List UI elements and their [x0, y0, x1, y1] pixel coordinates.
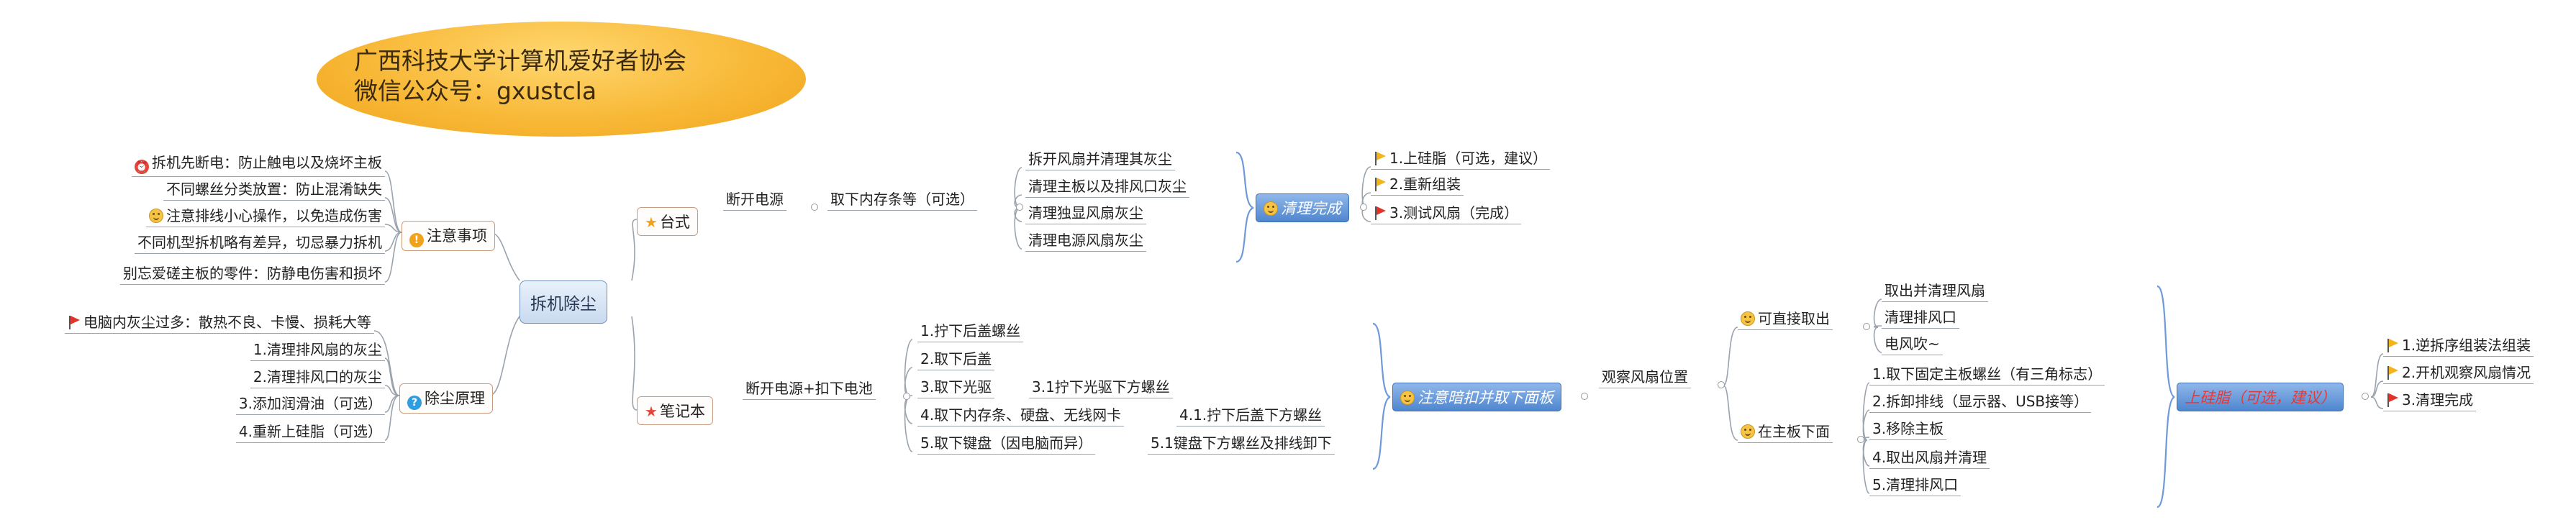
topic-principle-label: 除尘原理 [425, 390, 485, 407]
banner-ellipse: 广西科技大学计算机爱好者协会 微信公众号：gxustcla [317, 22, 806, 137]
laptop-final[interactable]: 2.开机观察风扇情况 [2383, 364, 2534, 384]
alarm-icon: ⏰ [135, 160, 149, 174]
warning-icon: ! [409, 233, 424, 247]
observe-fan[interactable]: 观察风扇位置 [1599, 368, 1691, 388]
list-item[interactable]: 4.重新上硅脂（可选） [235, 423, 385, 443]
laptop-step[interactable]: 4.取下内存条、硬盘、无线网卡 [917, 406, 1125, 427]
topic-notes[interactable]: !注意事项 [402, 221, 495, 251]
star-icon: ★ [645, 403, 658, 420]
collapse-dot[interactable] [811, 204, 818, 211]
topic-desktop[interactable]: ★台式 [637, 207, 698, 236]
collapse-dot[interactable] [1360, 204, 1367, 211]
laptop-final[interactable]: 3.清理完成 [2383, 391, 2477, 411]
collapse-dot[interactable] [1863, 323, 1870, 330]
collapse-dot[interactable] [903, 393, 910, 400]
smile-icon [149, 209, 163, 223]
banner-line-1: 广西科技大学计算机爱好者协会 [354, 47, 686, 75]
question-icon: ? [407, 396, 422, 410]
collapse-dot[interactable] [1857, 436, 1864, 443]
desktop-task[interactable]: 清理主板以及排风口灰尘 [1025, 178, 1189, 198]
direct-item[interactable]: 清理排风口 [1882, 309, 1959, 329]
topic-laptop[interactable]: ★笔记本 [637, 396, 713, 425]
collapse-dot[interactable] [1016, 204, 1023, 211]
under-item[interactable]: 3.移除主板 [1869, 420, 1947, 440]
red-flag-icon [1374, 206, 1387, 220]
under-item[interactable]: 4.取出风扇并清理 [1869, 449, 1990, 469]
topic-notes-label: 注意事项 [427, 227, 487, 245]
desktop-done-summary[interactable]: 清理完成 [1256, 193, 1349, 222]
red-flag-icon [2386, 393, 2399, 407]
collapse-dot[interactable] [2362, 393, 2369, 400]
smile-icon [1264, 201, 1278, 216]
smile-icon [1400, 391, 1415, 405]
list-item[interactable]: 3.添加润滑油（可选） [235, 395, 385, 415]
collapse-dot[interactable] [1581, 393, 1588, 400]
topic-desktop-label: 台式 [659, 214, 690, 231]
laptop-caution-summary[interactable]: 注意暗扣并取下面板 [1392, 383, 1561, 411]
desktop-final[interactable]: 2.重新组装 [1371, 175, 1464, 196]
yellow-flag-icon [1374, 151, 1387, 165]
desktop-step-2[interactable]: 取下内存条等（可选） [827, 191, 977, 211]
laptop-step-1[interactable]: 断开电源+扣下电池 [743, 380, 876, 400]
laptop-step[interactable]: 5.取下键盘（因电脑而异） [917, 434, 1096, 455]
laptop-step[interactable]: 1.拧下后盖螺丝 [917, 322, 1024, 342]
topic-laptop-label: 笔记本 [659, 403, 705, 420]
direct-item[interactable]: 电风吹~ [1882, 335, 1943, 355]
root-topic[interactable]: 拆机除尘 [520, 280, 607, 324]
collapse-dot[interactable] [1718, 381, 1725, 388]
direct-item[interactable]: 取出并清理风扇 [1882, 282, 1988, 302]
laptop-step[interactable]: 3.取下光驱 [917, 378, 995, 398]
list-item[interactable]: 别忘爱磋主板的零件：防静电伤害和损坏 [120, 265, 385, 285]
under-item[interactable]: 5.清理排风口 [1869, 476, 1962, 496]
desktop-task[interactable]: 清理独显风扇灰尘 [1025, 204, 1146, 224]
list-item[interactable]: 不同机型拆机略有差异，切忌暴力拆机 [135, 234, 385, 254]
banner-line-2: 微信公众号：gxustcla [354, 77, 597, 105]
laptop-substep[interactable]: 3.1拧下光驱下方螺丝 [1029, 378, 1173, 398]
smile-icon [1741, 424, 1755, 439]
list-item[interactable]: 1.清理排风扇的灰尘 [250, 341, 385, 361]
laptop-final[interactable]: 1.逆拆序组装法组装 [2383, 337, 2534, 357]
under-item[interactable]: 2.拆卸排线（显示器、USB接等） [1869, 393, 2092, 413]
yellow-flag-icon [2386, 365, 2399, 380]
laptop-step[interactable]: 2.取下后盖 [917, 350, 995, 370]
red-flag-icon [68, 315, 81, 329]
under-item[interactable]: 1.取下固定主板螺丝（有三角标志） [1869, 365, 2105, 386]
yellow-flag-icon [2386, 338, 2399, 352]
under-branch[interactable]: 在主板下面 [1738, 423, 1833, 443]
desktop-step-1[interactable]: 断开电源 [723, 191, 786, 211]
desktop-final[interactable]: 3.测试风扇（完成） [1371, 204, 1522, 224]
desktop-task[interactable]: 拆开风扇并清理其灰尘 [1025, 150, 1175, 170]
desktop-final[interactable]: 1.上硅脂（可选，建议） [1371, 150, 1551, 170]
list-item[interactable]: 2.清理排风口的灰尘 [250, 368, 385, 388]
smile-icon [1741, 311, 1755, 326]
list-item[interactable]: ⏰拆机先断电：防止触电以及烧坏主板 [132, 154, 385, 177]
desktop-task[interactable]: 清理电源风扇灰尘 [1025, 232, 1146, 252]
topic-principle[interactable]: ?除尘原理 [399, 383, 493, 414]
list-item[interactable]: 注意排线小心操作，以免造成伤害 [146, 207, 385, 227]
list-item[interactable]: 电脑内灰尘过多：散热不良、卡慢、损耗大等 [65, 314, 374, 334]
grease-summary[interactable]: 上硅脂（可选，建议） [2177, 383, 2344, 411]
laptop-substep[interactable]: 4.1.拧下后盖下方螺丝 [1176, 406, 1325, 427]
yellow-flag-icon [1374, 177, 1387, 191]
list-item[interactable]: 不同螺丝分类放置：防止混淆缺失 [163, 181, 385, 201]
star-icon: ★ [645, 214, 658, 231]
laptop-substep[interactable]: 5.1键盘下方螺丝及排线卸下 [1148, 434, 1335, 455]
direct-branch[interactable]: 可直接取出 [1738, 310, 1833, 330]
